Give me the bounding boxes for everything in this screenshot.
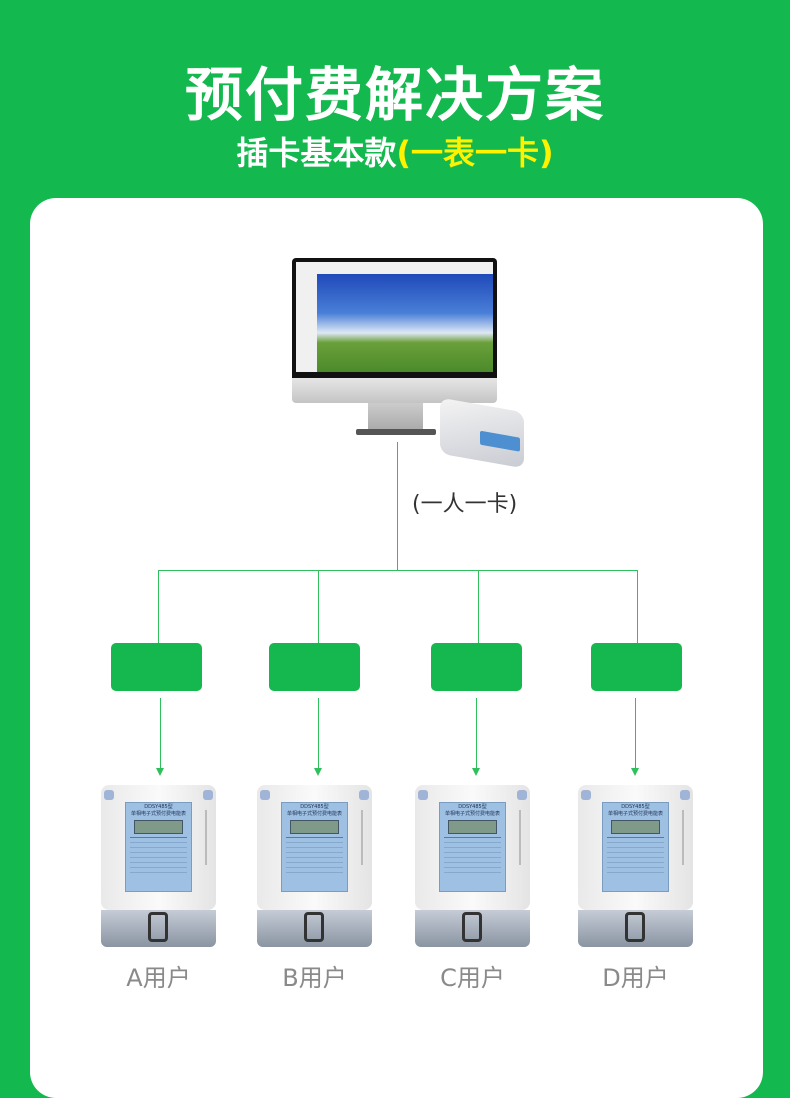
node-box-b bbox=[269, 643, 360, 691]
connector-line bbox=[318, 570, 319, 643]
meter-name: 单相电子式预付费电能表 bbox=[130, 811, 186, 817]
connector-line bbox=[478, 570, 479, 643]
meter-model: DDSY485型 bbox=[458, 804, 487, 810]
electricity-meter-image: DDSY485型 单相电子式预付费电能表 bbox=[101, 785, 216, 947]
electricity-meter-image: DDSY485型 单相电子式预付费电能表 bbox=[257, 785, 372, 947]
node-box-c bbox=[431, 643, 522, 691]
connector-line bbox=[158, 570, 638, 571]
node-box-a bbox=[111, 643, 202, 691]
card-note: (一人一卡) bbox=[412, 492, 518, 517]
connector-line bbox=[397, 442, 398, 570]
subtitle-highlight: (一表一卡) bbox=[396, 134, 554, 172]
arrow-down bbox=[472, 698, 480, 776]
meter-model: DDSY485型 bbox=[621, 804, 650, 810]
subtitle-main: 插卡基本款 bbox=[236, 134, 397, 172]
electricity-meter-image: DDSY485型 单相电子式预付费电能表 bbox=[578, 785, 693, 947]
user-label-b: B用户 bbox=[282, 964, 347, 992]
meter-model: DDSY485型 bbox=[144, 804, 173, 810]
node-box-d bbox=[591, 643, 682, 691]
meter-name: 单相电子式预付费电能表 bbox=[286, 811, 342, 817]
connector-line bbox=[637, 570, 638, 643]
connector-line bbox=[158, 570, 159, 643]
electricity-meter-image: DDSY485型 单相电子式预付费电能表 bbox=[415, 785, 530, 947]
subtitle: 插卡基本款(一表一卡) bbox=[0, 128, 790, 174]
meter-model: DDSY485型 bbox=[300, 804, 329, 810]
meter-name: 单相电子式预付费电能表 bbox=[444, 811, 500, 817]
page-title: 预付费解决方案 bbox=[184, 61, 605, 129]
user-label-d: D用户 bbox=[602, 964, 669, 992]
arrow-down bbox=[631, 698, 639, 776]
user-label-a: A用户 bbox=[126, 964, 191, 992]
arrow-down bbox=[156, 698, 164, 776]
meter-name: 单相电子式预付费电能表 bbox=[607, 811, 663, 817]
user-label-c: C用户 bbox=[440, 964, 505, 992]
arrow-down bbox=[314, 698, 322, 776]
